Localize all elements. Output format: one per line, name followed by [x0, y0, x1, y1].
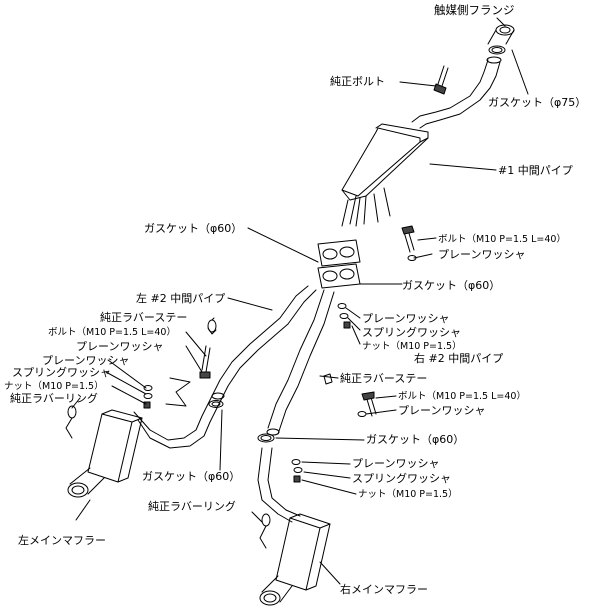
label-stock-rubber-ring-left: 純正ラバーリング [10, 392, 98, 405]
label-bolt-right-upper: ボルト（M10 P=1.5 L=40） [438, 234, 566, 245]
label-spring-washer-right-bottom: スプリングワッシャ [352, 472, 451, 485]
label-plain-washer-right-lower: プレーンワッシャ [398, 404, 486, 417]
label-bolt-right-lower: ボルト（M10 P=1.5 L=40） [398, 391, 526, 402]
label-left-center-pipe-2: 左 #2 中間パイプ [136, 292, 226, 305]
label-plain-washer-left-2: プレーンワッシャ [42, 354, 130, 367]
label-right-center-pipe-2: 右 #2 中間パイプ [414, 352, 504, 365]
left-stay-bracket-part [165, 377, 191, 407]
label-nut-right-mid: ナット（M10 P=1.5） [362, 341, 462, 352]
catalyst-flange-part [487, 24, 515, 45]
left-center-pipe-2-part [133, 285, 317, 449]
label-stock-rubber-stay-left: 純正ラバーステー [100, 311, 188, 324]
left-rubber-ring-part [65, 405, 77, 439]
label-gasket-60-lower-left: ガスケット（φ60） [142, 470, 241, 483]
label-stock-bolt: 純正ボルト [330, 75, 385, 88]
label-spring-washer-left: スプリングワッシャ [12, 366, 111, 379]
front-pipe-part [411, 56, 502, 129]
label-right-main-muffler: 右メインマフラー [340, 583, 428, 596]
right-rubber-stay-part [323, 373, 333, 385]
right-rubber-ring-part [259, 513, 271, 549]
gasket-lower-left-part [208, 400, 224, 408]
label-nut-left: ナット（M10 P=1.5） [4, 381, 104, 392]
left-main-muffler-part [67, 409, 143, 498]
left-rubber-stay-part [207, 319, 217, 335]
label-plain-washer-right-mid: プレーンワッシャ [362, 312, 450, 325]
label-center-pipe-1: #1 中間パイプ [498, 164, 573, 177]
center-flange-part [317, 239, 361, 289]
stock-bolt-part [433, 65, 449, 95]
right-mid-hardware-part [337, 303, 351, 329]
leader-lines [71, 17, 529, 585]
label-left-main-muffler: 左メインマフラー [18, 534, 106, 547]
right-tail-pipe-part [257, 447, 303, 523]
label-nut-right-bottom: ナット（M10 P=1.5） [358, 489, 458, 500]
label-plain-washer-left-1: プレーンワッシャ [76, 340, 164, 353]
label-stock-rubber-ring-right: 純正ラバーリング [148, 500, 236, 513]
label-stock-rubber-stay-right: 純正ラバーステー [340, 372, 428, 385]
bolt-right-upper-part [401, 225, 417, 261]
resonator-1-part [341, 123, 429, 227]
right-main-muffler-part [259, 513, 331, 606]
label-plain-washer-right-upper: プレーンワッシャ [438, 248, 526, 261]
label-catalyst-flange: 触媒側フランジ [434, 3, 515, 17]
bolt-right-lower-part [357, 391, 377, 417]
gasket-75-part [488, 45, 506, 55]
label-spring-washer-right-mid: スプリングワッシャ [362, 326, 461, 339]
right-center-pipe-2-part [266, 289, 335, 436]
label-gasket-60-lower-right: ガスケット（φ60） [366, 433, 465, 446]
left-washer-stack-part [143, 385, 153, 409]
label-gasket-60-upper: ガスケット（φ60） [144, 222, 243, 235]
left-bolt-part [199, 345, 211, 379]
label-gasket-75: ガスケット（φ75） [488, 96, 587, 109]
gasket-lower-right-part [257, 433, 275, 443]
label-plain-washer-right-bottom: プレーンワッシャ [352, 457, 440, 470]
label-gasket-60-right: ガスケット（φ60） [402, 279, 501, 292]
label-bolt-left: ボルト（M10 P=1.5 L=40） [48, 327, 176, 338]
